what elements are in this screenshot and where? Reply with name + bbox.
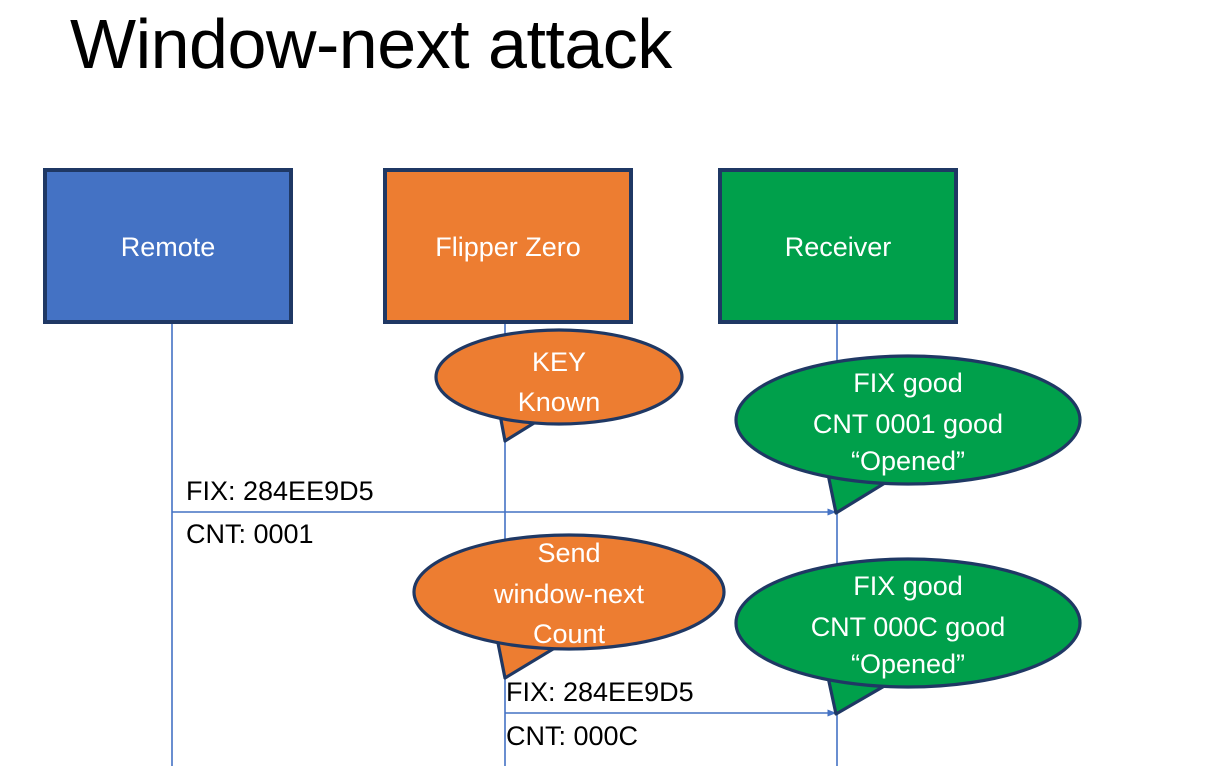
callout-receiver-ack-2-line-3: “Opened” xyxy=(851,649,965,679)
page-title: Window-next attack xyxy=(70,5,672,83)
callout-send-window-next-line-3: Count xyxy=(533,619,606,649)
actor-label-remote: Remote xyxy=(121,232,216,262)
actor-box-flipper-zero[interactable]: Flipper Zero xyxy=(383,168,633,324)
callout-send-window-next[interactable]: Send window-next Count xyxy=(412,533,726,680)
actor-box-receiver[interactable]: Receiver xyxy=(718,168,958,324)
callout-send-window-next-line-1: Send xyxy=(537,538,600,568)
callout-receiver-ack-1-line-1: FIX good xyxy=(853,368,963,398)
callout-receiver-ack-2[interactable]: FIX good CNT 000C good “Opened” xyxy=(734,557,1082,716)
callout-key-known-line-2: Known xyxy=(518,387,601,417)
callout-receiver-ack-1-line-3: “Opened” xyxy=(851,446,965,476)
callout-receiver-ack-1[interactable]: FIX good CNT 0001 good “Opened” xyxy=(734,354,1082,515)
actor-label-receiver: Receiver xyxy=(785,232,892,262)
callout-key-known-line-1: KEY xyxy=(532,347,586,377)
callout-key-known[interactable]: KEY Known xyxy=(434,328,684,443)
callout-send-window-next-line-2: window-next xyxy=(493,579,645,609)
callout-receiver-ack-2-line-1: FIX good xyxy=(853,571,963,601)
message-line-2-cnt: CNT: 000C xyxy=(506,721,638,751)
message-line-2-fix: FIX: 284EE9D5 xyxy=(506,677,694,707)
actor-label-flipper-zero: Flipper Zero xyxy=(435,232,581,262)
callout-receiver-ack-2-line-2: CNT 000C good xyxy=(811,612,1006,642)
actor-box-remote[interactable]: Remote xyxy=(43,168,293,324)
callout-receiver-ack-1-line-2: CNT 0001 good xyxy=(813,409,1003,439)
message-line-1-cnt: CNT: 0001 xyxy=(186,519,314,549)
message-line-1-fix: FIX: 284EE9D5 xyxy=(186,476,374,506)
